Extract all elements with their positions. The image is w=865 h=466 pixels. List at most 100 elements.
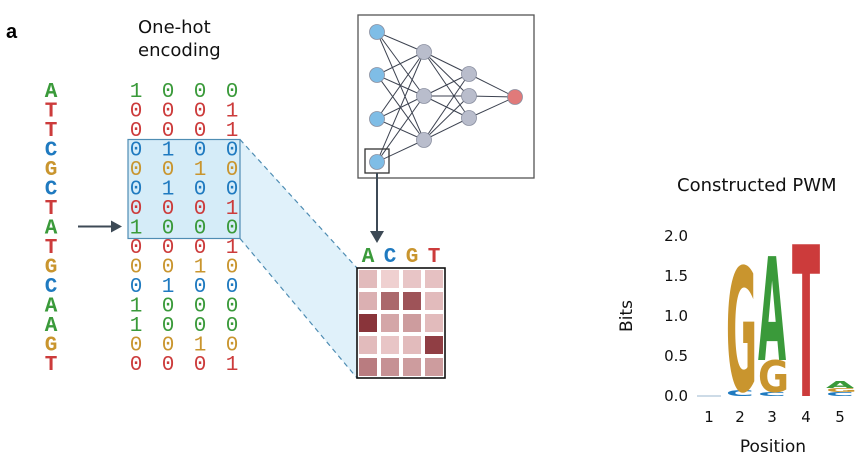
hidden-neuron [461, 88, 477, 104]
window-arrow [78, 220, 122, 233]
onehot-cell: 0 [130, 179, 143, 202]
network-edge [468, 73, 516, 98]
onehot-cell: 0 [130, 198, 143, 221]
filter-heatmap-cell [359, 358, 377, 376]
sequence-base: A [45, 315, 58, 338]
filter-letter: C [384, 246, 397, 269]
pwm-title: Constructed PWM [677, 175, 837, 196]
sequence-base: T [45, 101, 58, 124]
onehot-cell: 0 [162, 315, 175, 338]
sequence-base: G [45, 257, 58, 280]
hidden-neuron [461, 110, 477, 126]
onehot-cell: 0 [194, 198, 207, 221]
onehot-cell: 0 [194, 276, 207, 299]
x-tick-label: 5 [835, 408, 845, 426]
filter-heatmap-cell [381, 314, 399, 332]
sequence-base: G [45, 159, 58, 182]
sequence-base: A [45, 296, 58, 319]
onehot-cell: 0 [226, 140, 239, 163]
network-edge [423, 73, 470, 141]
network-edge [423, 51, 470, 75]
y-tick-label: 2.0 [664, 227, 688, 245]
filter-heatmap-cell [425, 314, 443, 332]
onehot-cell: 0 [162, 237, 175, 260]
filter-heatmap-cell [403, 292, 421, 310]
onehot-cell: 0 [130, 354, 143, 377]
sequence-base: A [45, 218, 58, 241]
filter-heatmap-cell [425, 358, 443, 376]
input-neuron [369, 154, 385, 170]
onehot-cell: 0 [130, 120, 143, 143]
onehot-cell: 0 [162, 335, 175, 358]
onehot-cell: 1 [226, 101, 239, 124]
onehot-cell: 0 [226, 276, 239, 299]
filter-letter: A [362, 246, 375, 269]
sequence-base: T [45, 120, 58, 143]
network-edge [423, 95, 470, 141]
logo-letter-G: G [758, 351, 789, 402]
filter-heatmap-cell [359, 292, 377, 310]
onehot-cell: 0 [162, 198, 175, 221]
onehot-cell: 0 [226, 296, 239, 319]
onehot-cell: 0 [162, 159, 175, 182]
filter-heatmap-cell [425, 292, 443, 310]
logo-letter-glyph: C [758, 391, 786, 397]
logo-letter-A: A [826, 379, 855, 390]
filter-heatmap-cell [425, 270, 443, 288]
logo-letter-glyph: A [826, 379, 855, 390]
onehot-cell: 0 [130, 159, 143, 182]
onehot-cell: 1 [226, 198, 239, 221]
onehot-cell: 0 [226, 335, 239, 358]
filter-heatmap-cell [359, 336, 377, 354]
network-edge [468, 96, 516, 119]
onehot-cell: 0 [130, 140, 143, 163]
sequence-base: G [45, 335, 58, 358]
onehot-cell: 0 [162, 120, 175, 143]
onehot-cell: 0 [194, 237, 207, 260]
x-tick-label: 3 [767, 408, 777, 426]
onehot-heading-line-2: encoding [138, 40, 221, 61]
onehot-cell: 1 [130, 296, 143, 319]
onehot-cell: 0 [162, 101, 175, 124]
sequence-base: C [45, 140, 58, 163]
zoom-guide-top [239, 139, 358, 269]
x-tick-label: 4 [801, 408, 811, 426]
onehot-cell: 0 [226, 257, 239, 280]
zoom-guide-bottom [239, 238, 358, 379]
onehot-cell: 1 [194, 257, 207, 280]
onehot-cell: 1 [130, 315, 143, 338]
filter-heatmap-cell [403, 358, 421, 376]
network-nodes [369, 24, 523, 170]
onehot-cell: 0 [194, 101, 207, 124]
y-tick-label: 0.0 [664, 387, 688, 405]
filter-letter: G [406, 246, 419, 269]
network-edge [423, 73, 470, 97]
onehot-cell: 1 [194, 335, 207, 358]
onehot-cell: 0 [226, 81, 239, 104]
onehot-cell: 0 [194, 81, 207, 104]
filter-heatmap-cell [403, 270, 421, 288]
network-edge [376, 95, 425, 163]
filter-heatmap-cell [403, 314, 421, 332]
input-neuron [369, 67, 385, 83]
logo-letter-glyph: G [758, 351, 789, 402]
logo-letter-C: C [758, 391, 786, 397]
logo-letter-T: T [792, 205, 820, 446]
onehot-cell: 0 [130, 237, 143, 260]
zoom-projection-area [240, 139, 357, 378]
onehot-cell: 1 [162, 140, 175, 163]
onehot-cell: 0 [194, 179, 207, 202]
filter-heatmap [356, 267, 446, 379]
onehot-cell: 0 [194, 315, 207, 338]
filter-letter: T [428, 246, 441, 269]
onehot-cell: 1 [130, 81, 143, 104]
logo-letter-glyph: G [826, 387, 857, 393]
filter-heatmap-cell [359, 270, 377, 288]
hidden-neuron [416, 88, 432, 104]
hidden-neuron [416, 132, 432, 148]
